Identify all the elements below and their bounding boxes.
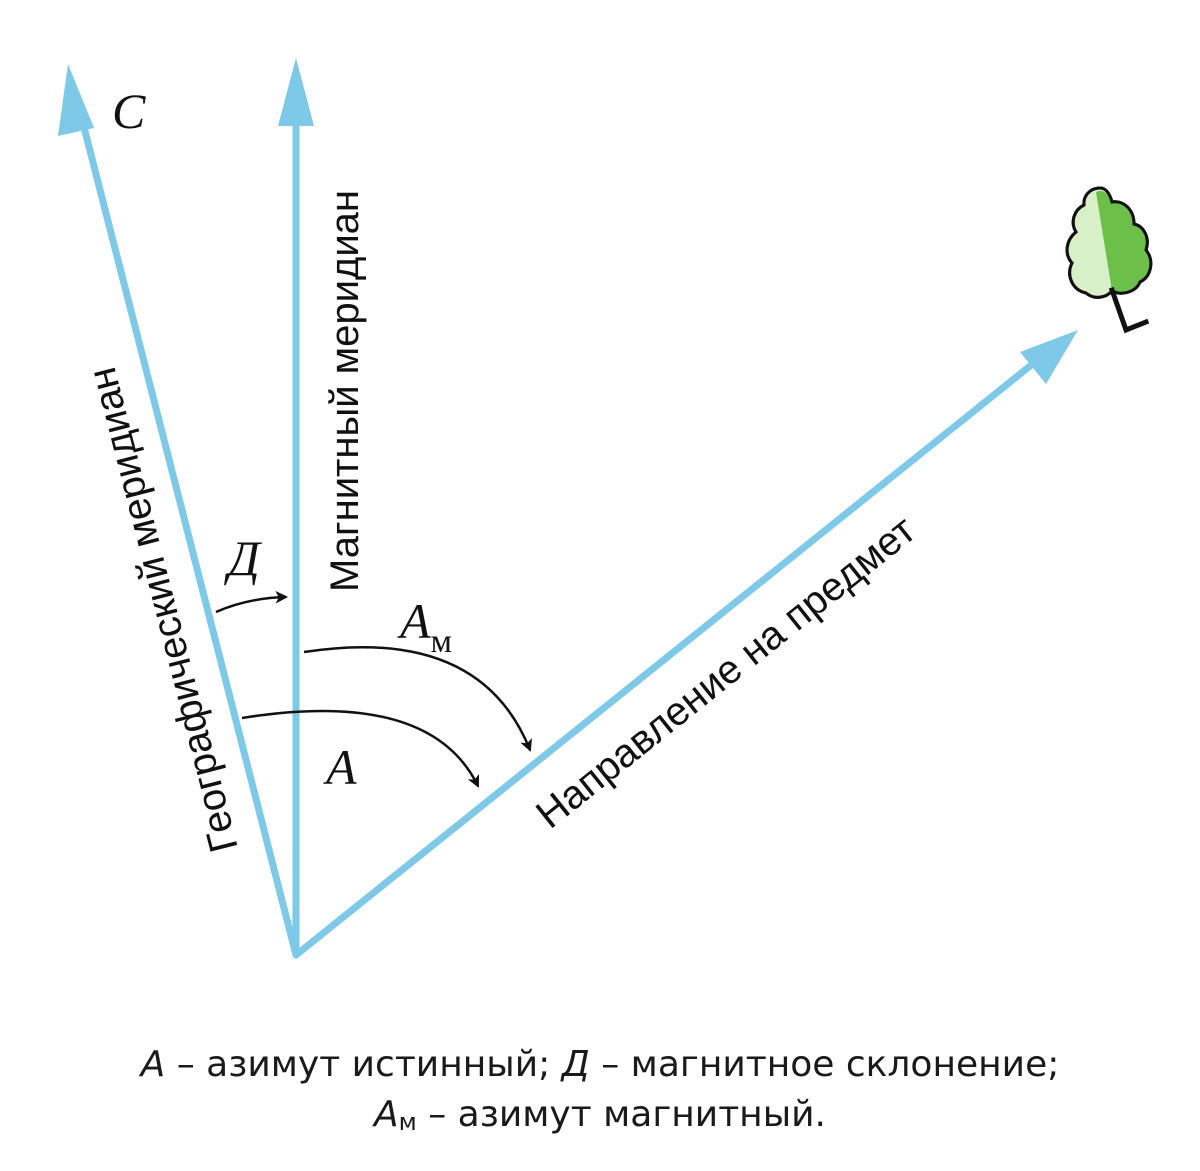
caption-symbol-am: А (374, 1094, 399, 1135)
geographic-meridian-arrowhead (58, 64, 94, 136)
magnetic-meridian-label: Магнитный меридиан (323, 190, 367, 592)
true-azimuth-label: А (323, 739, 357, 795)
caption-subscript-m: м (398, 1108, 417, 1136)
true-azimuth-arc (241, 709, 480, 788)
north-label: C (112, 83, 146, 139)
magnetic-azimuth-subscript: м (431, 623, 453, 660)
magnetic-azimuth-label: Ам (397, 593, 452, 660)
caption-text-a: – азимут истинный; (165, 1044, 562, 1085)
tree-icon (1065, 186, 1153, 334)
caption-symbol-d: Д (561, 1044, 590, 1085)
declination-label: Д (224, 530, 263, 586)
caption-text-d: – магнитное склонение; (589, 1044, 1060, 1085)
caption-symbol-a: А (140, 1044, 166, 1085)
magnetic-meridian-arrowhead (278, 58, 314, 126)
caption-line-1: А – азимут истинный; Д – магнитное склон… (0, 1040, 1200, 1090)
caption-line-2: Ам – азимут магнитный. (0, 1090, 1200, 1147)
direction-arrowhead (1020, 330, 1078, 384)
magnetic-azimuth-arc (303, 645, 532, 752)
geographic-meridian-line (73, 96, 300, 959)
direction-label: Направление на предмет (528, 508, 924, 837)
declination-arc (215, 591, 289, 614)
caption-text-am: – азимут магнитный. (416, 1094, 826, 1135)
magnetic-azimuth-symbol: А (397, 593, 431, 649)
caption: А – азимут истинный; Д – магнитное склон… (0, 1040, 1200, 1147)
direction-line (292, 346, 1054, 959)
